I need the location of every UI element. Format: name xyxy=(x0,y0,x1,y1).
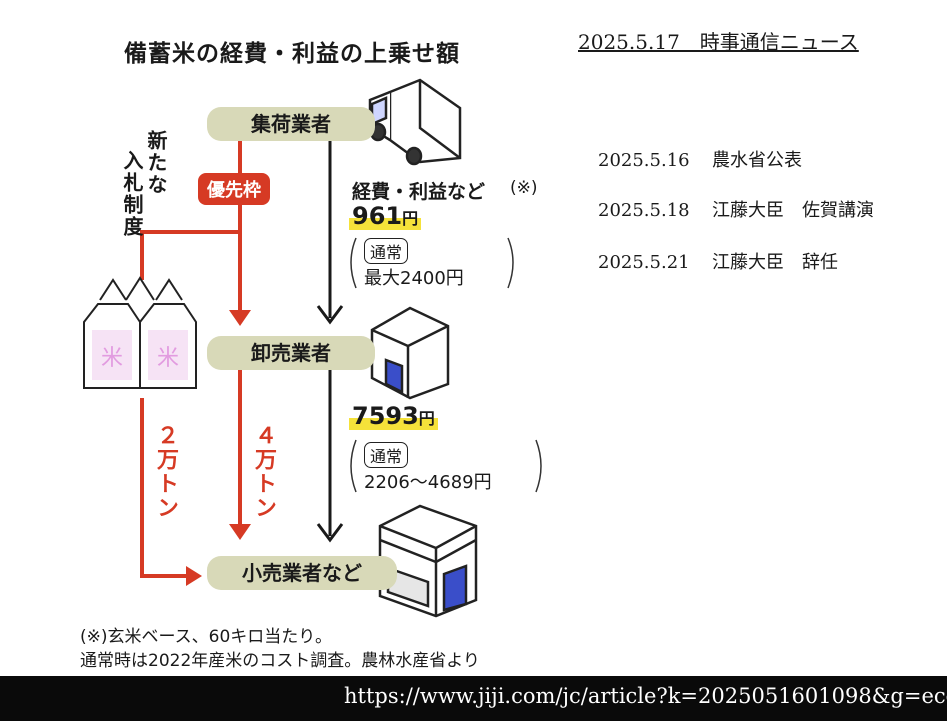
cost-value-2-number: 7593 xyxy=(352,402,419,430)
normal-range-1: 通常 最大2400円 xyxy=(364,238,464,290)
shop-illustration xyxy=(378,504,478,618)
truck-illustration xyxy=(368,78,462,166)
warehouse-illustration xyxy=(370,306,450,400)
rice-bags-illustration: 米 米 xyxy=(83,276,197,389)
normal-badge-1: 通常 xyxy=(364,238,409,264)
black-arrowhead-2 xyxy=(316,523,344,543)
event-text: 江藤大臣 佐賀講演 xyxy=(712,200,874,221)
cost-value-1-number: 961 xyxy=(352,202,403,230)
cost-value-2-unit: 円 xyxy=(418,409,435,428)
diagram-title: 備蓄米の経費・利益の上乗せ額 xyxy=(124,41,460,67)
event-text: 江藤大臣 辞任 xyxy=(712,252,838,273)
paren-right-1 xyxy=(507,237,514,289)
red-arrowhead-2 xyxy=(186,566,202,586)
event-3: 2025.5.21 江藤大臣 辞任 xyxy=(598,248,838,274)
new-system-label-1: 新たな xyxy=(144,130,168,196)
normal-range-2: 通常 2206～4689円 xyxy=(364,442,492,494)
footnote-2: 通常時は2022年産米のコスト調査。農林水産省より xyxy=(80,651,480,671)
stage-wholesaler: 卸売業者 xyxy=(207,336,375,370)
paren-right-2 xyxy=(535,439,542,493)
url-bar: https://www.jiji.com/jc/article?k=202505… xyxy=(0,676,947,721)
svg-text:米: 米 xyxy=(157,346,179,371)
priority-badge: 優先枠 xyxy=(198,173,270,205)
cost-note: (※) xyxy=(510,178,538,198)
flow-diagram: 米 米 xyxy=(83,78,542,618)
event-1: 2025.5.16 農水省公表 xyxy=(598,146,802,172)
event-date: 2025.5.21 xyxy=(598,252,690,273)
red-branch-bags xyxy=(140,230,240,280)
event-2: 2025.5.18 江藤大臣 佐賀講演 xyxy=(598,196,874,222)
paren-left-2 xyxy=(350,439,357,493)
normal-range-1-text: 最大2400円 xyxy=(364,268,464,289)
cost-value-1: 961円 xyxy=(349,202,422,230)
paren-left-1 xyxy=(350,237,357,289)
footnote-1: (※)玄米ベース、60キロ当たり。 xyxy=(80,627,332,647)
stage-collector: 集荷業者 xyxy=(207,107,375,141)
new-system-label-2: 入札制度 xyxy=(120,150,144,238)
source-url[interactable]: https://www.jiji.com/jc/article?k=202505… xyxy=(344,684,947,708)
source-heading: 2025.5.17 時事通信ニュース xyxy=(578,30,859,54)
cost-value-1-unit: 円 xyxy=(402,209,419,228)
event-date: 2025.5.18 xyxy=(598,200,690,221)
cost-label: 経費・利益など xyxy=(352,181,486,203)
event-text: 農水省公表 xyxy=(712,150,802,171)
tons-4-label: ４万トン xyxy=(251,424,276,520)
stage-retailer: 小売業者など xyxy=(207,556,397,590)
normal-range-2-text: 2206～4689円 xyxy=(364,472,492,493)
red-line-2man xyxy=(140,398,188,578)
tons-2-label: ２万トン xyxy=(153,424,178,520)
cost-value-2: 7593円 xyxy=(349,402,438,430)
red-arrowhead-3 xyxy=(229,524,251,540)
svg-text:米: 米 xyxy=(101,346,123,371)
event-date: 2025.5.16 xyxy=(598,150,690,171)
black-arrowhead-1 xyxy=(316,305,344,325)
normal-badge-2: 通常 xyxy=(364,442,409,468)
red-arrowhead-1 xyxy=(229,310,251,326)
